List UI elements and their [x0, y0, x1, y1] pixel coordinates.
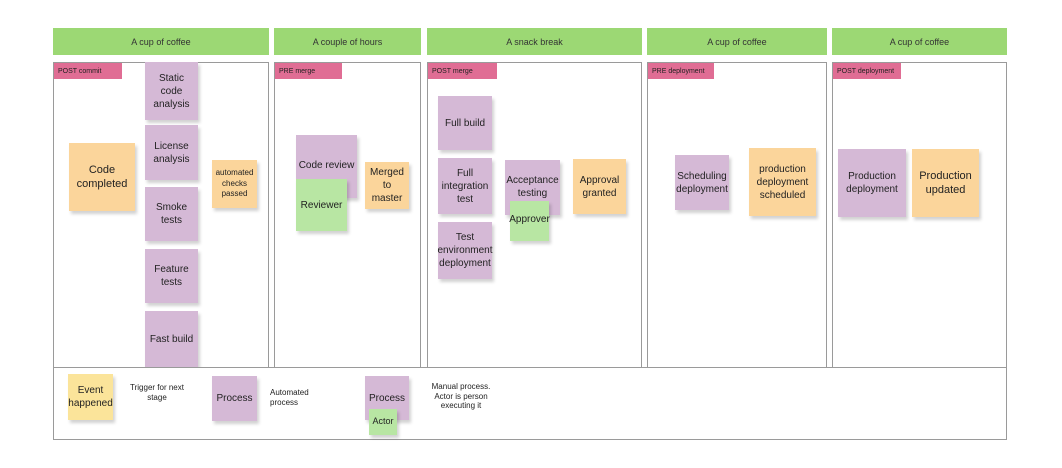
legend-manual-description: Manual process. Actor is person executin… — [431, 382, 491, 411]
note-code-completed: Code completed — [69, 143, 135, 211]
note-static-code-analysis: Static code analysis — [145, 62, 198, 120]
note-reviewer: Reviewer — [296, 179, 347, 231]
note-full-build: Full build — [438, 96, 492, 150]
note-production-deployment-scheduled: production deployment scheduled — [749, 148, 816, 216]
note-license-analysis: License analysis — [145, 125, 198, 180]
note-feature-tests: Feature tests — [145, 249, 198, 303]
legend-process-note: Process — [212, 376, 257, 421]
stage-header-2: A couple of hours — [274, 28, 421, 55]
stage-header-1: A cup of coffee — [53, 28, 269, 55]
note-smoke-tests: Smoke tests — [145, 187, 198, 241]
note-approver: Approver — [509, 201, 550, 241]
note-test-environment-deployment: Test environment deployment — [437, 222, 493, 279]
note-production-deployment: Production deployment — [838, 149, 906, 217]
legend-panel — [53, 367, 1007, 440]
stage-tag-post-deployment: POST deployment — [833, 63, 901, 79]
note-automated-checks-passed: automated checks passed — [212, 160, 257, 208]
note-scheduling-deployment: Scheduling deployment — [675, 155, 729, 210]
stage-header-3: A snack break — [427, 28, 642, 55]
stage-tag-pre-deployment: PRE deployment — [648, 63, 714, 79]
note-fast-build: Fast build — [145, 311, 198, 367]
note-merged-to-master: Merged to master — [365, 162, 409, 209]
legend-process-description: Automated process — [270, 388, 309, 407]
stage-tag-pre-merge: PRE merge — [275, 63, 342, 79]
note-approval-granted: Approval granted — [573, 159, 626, 214]
stage-header-5: A cup of coffee — [832, 28, 1007, 55]
stage-tag-post-commit: POST commit — [54, 63, 122, 79]
stage-tag-post-merge: POST merge — [428, 63, 497, 79]
legend-event-description: Trigger for next stage — [130, 383, 184, 402]
note-production-updated: Production updated — [912, 149, 979, 217]
legend-actor-note: Actor — [369, 409, 397, 435]
stage-header-4: A cup of coffee — [647, 28, 827, 55]
note-full-integration-test: Full integration test — [438, 158, 492, 214]
legend-event-note: Event happened — [68, 374, 113, 420]
